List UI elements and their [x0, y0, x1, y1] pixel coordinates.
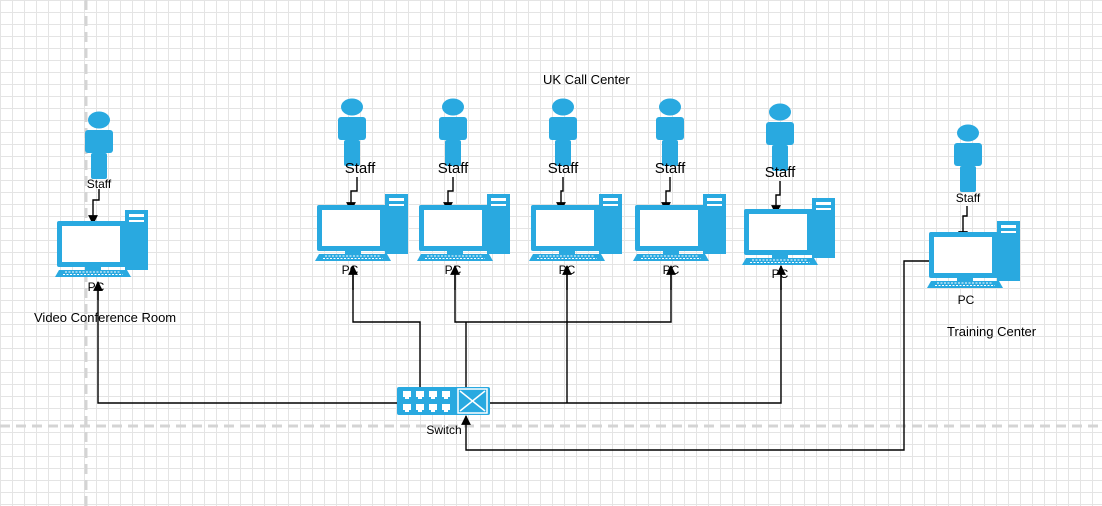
- pc-label: PC: [341, 263, 359, 277]
- staff-label: Staff: [547, 160, 579, 177]
- video-pc-to-switch: [97, 282, 398, 404]
- switch-label: Switch: [426, 423, 462, 437]
- staff-label: Staff: [654, 160, 686, 177]
- computer-icon: [314, 193, 409, 262]
- person-icon: [766, 103, 794, 171]
- pc-label: PC: [662, 263, 680, 277]
- computer-icon: [926, 220, 1021, 289]
- computer-icon: [416, 193, 511, 262]
- pc-label: PC: [957, 293, 975, 307]
- training-center-label: Training Center: [947, 324, 1037, 339]
- computer-icon: [54, 209, 149, 278]
- computer-icon: [632, 193, 727, 262]
- person-icon: [439, 98, 467, 166]
- staff-icons: [85, 98, 982, 192]
- person-icon: [85, 111, 113, 179]
- staff-label: Staff: [955, 191, 981, 205]
- network-switch-icon: [397, 387, 490, 415]
- pc2-to-switch: [454, 266, 672, 323]
- pc-label: PC: [87, 280, 105, 294]
- staff-label: Staff: [344, 160, 376, 177]
- pc-label: PC: [771, 267, 789, 281]
- staff-label: Staff: [437, 160, 469, 177]
- staff-label: Staff: [86, 177, 112, 191]
- person-icon: [656, 98, 684, 166]
- connectors: [88, 177, 968, 451]
- staff-to-pc-connector-3: [443, 177, 454, 212]
- training-pc-to-switch: [461, 260, 932, 451]
- pc1-to-switch: [352, 266, 421, 388]
- person-icon: [954, 124, 982, 192]
- computer-icon: [528, 193, 623, 262]
- staff-label: Staff: [764, 164, 796, 181]
- staff-to-pc-connector-2: [346, 177, 358, 212]
- staff-to-pc-connector-4: [556, 177, 566, 212]
- computer-icon: [741, 197, 836, 266]
- switch-bus-right: [490, 266, 782, 404]
- person-icon: [549, 98, 577, 166]
- video-conference-room-label: Video Conference Room: [34, 310, 177, 325]
- staff-to-pc-connector-6: [771, 181, 781, 215]
- pc-label: PC: [444, 263, 462, 277]
- staff-to-pc-connector-7: [958, 206, 968, 241]
- pc-label: PC: [558, 263, 576, 277]
- staff-to-pc-connector-5: [661, 177, 671, 212]
- diagram-title: UK Call Center: [543, 72, 630, 87]
- person-icon: [338, 98, 366, 166]
- staff-to-pc-connector-1: [88, 189, 100, 225]
- pc-icons: [54, 193, 1021, 289]
